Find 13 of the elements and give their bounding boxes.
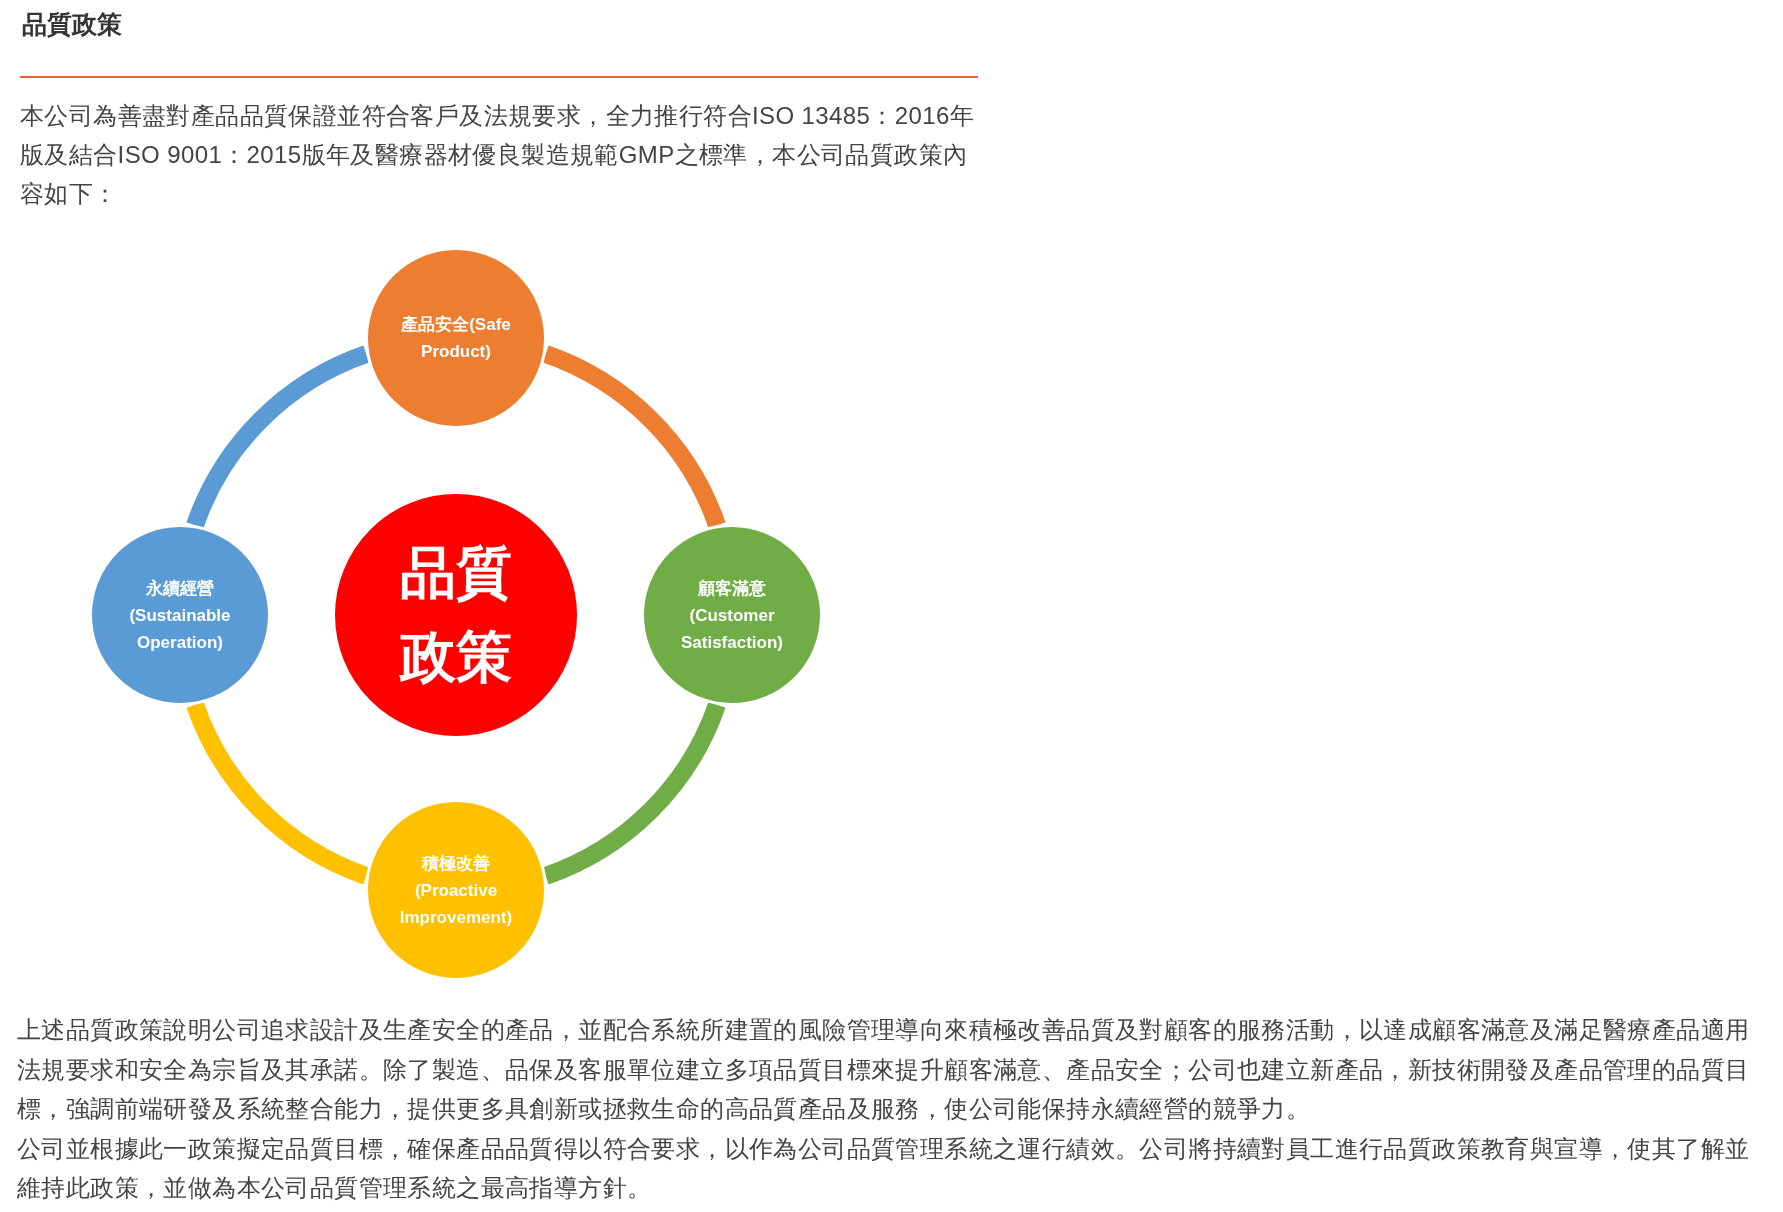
node-label: 品質政策	[398, 540, 513, 690]
node-label: 顧客滿意 (Customer Satisfaction)	[680, 577, 784, 654]
connector-arc	[542, 701, 726, 885]
node-label: 積極改善 (Proactive Improvement)	[398, 852, 514, 929]
body-paragraph: 上述品質政策說明公司追求設計及生產安全的產品，並配合系統所建置的風險管理導向來積極改善品質及對顧客的服務活動，以達成顧客滿意及滿足醫療產品適用法規要求和安全為宗旨及其承諾。除了製造、品保及客服單位建立多項品質目標來提升顧客滿意、產品安全；公司也建立新產品，新技術開發及產品管理的品質目標，強調前端研發及系統整合能力，提供更多具創新或拯救生命的高品質產品及服務，使公司能保持永續經營的競爭力。	[17, 1015, 1751, 1124]
node-label: 永續經營 (Sustainable Operation)	[128, 577, 232, 654]
connector-arc	[186, 701, 370, 885]
node-label: 產品安全(Safe Product)	[400, 314, 512, 363]
body-paragraph: 公司並根據此一政策擬定品質目標，確保產品品質得以符合要求，以作為公司品質管理系統之運行績效。公司將持續對員工進行品質政策教育與宣導，使其了解並維持此政策，並做為本公司品質管理系統之最高指導方針。	[17, 1133, 1751, 1203]
page-title: 品質政策	[22, 9, 122, 40]
connector-arc	[186, 345, 370, 529]
intro-paragraph: 本公司為善盡對產品品質保證並符合客戶及法規要求，全力推行符合ISO 13485：2016年版及結合ISO 9001：2015版年及醫療器材優良製造規範GMP之標準，本公司品質政策內容如下：	[20, 101, 976, 209]
connector-arc	[542, 345, 726, 529]
